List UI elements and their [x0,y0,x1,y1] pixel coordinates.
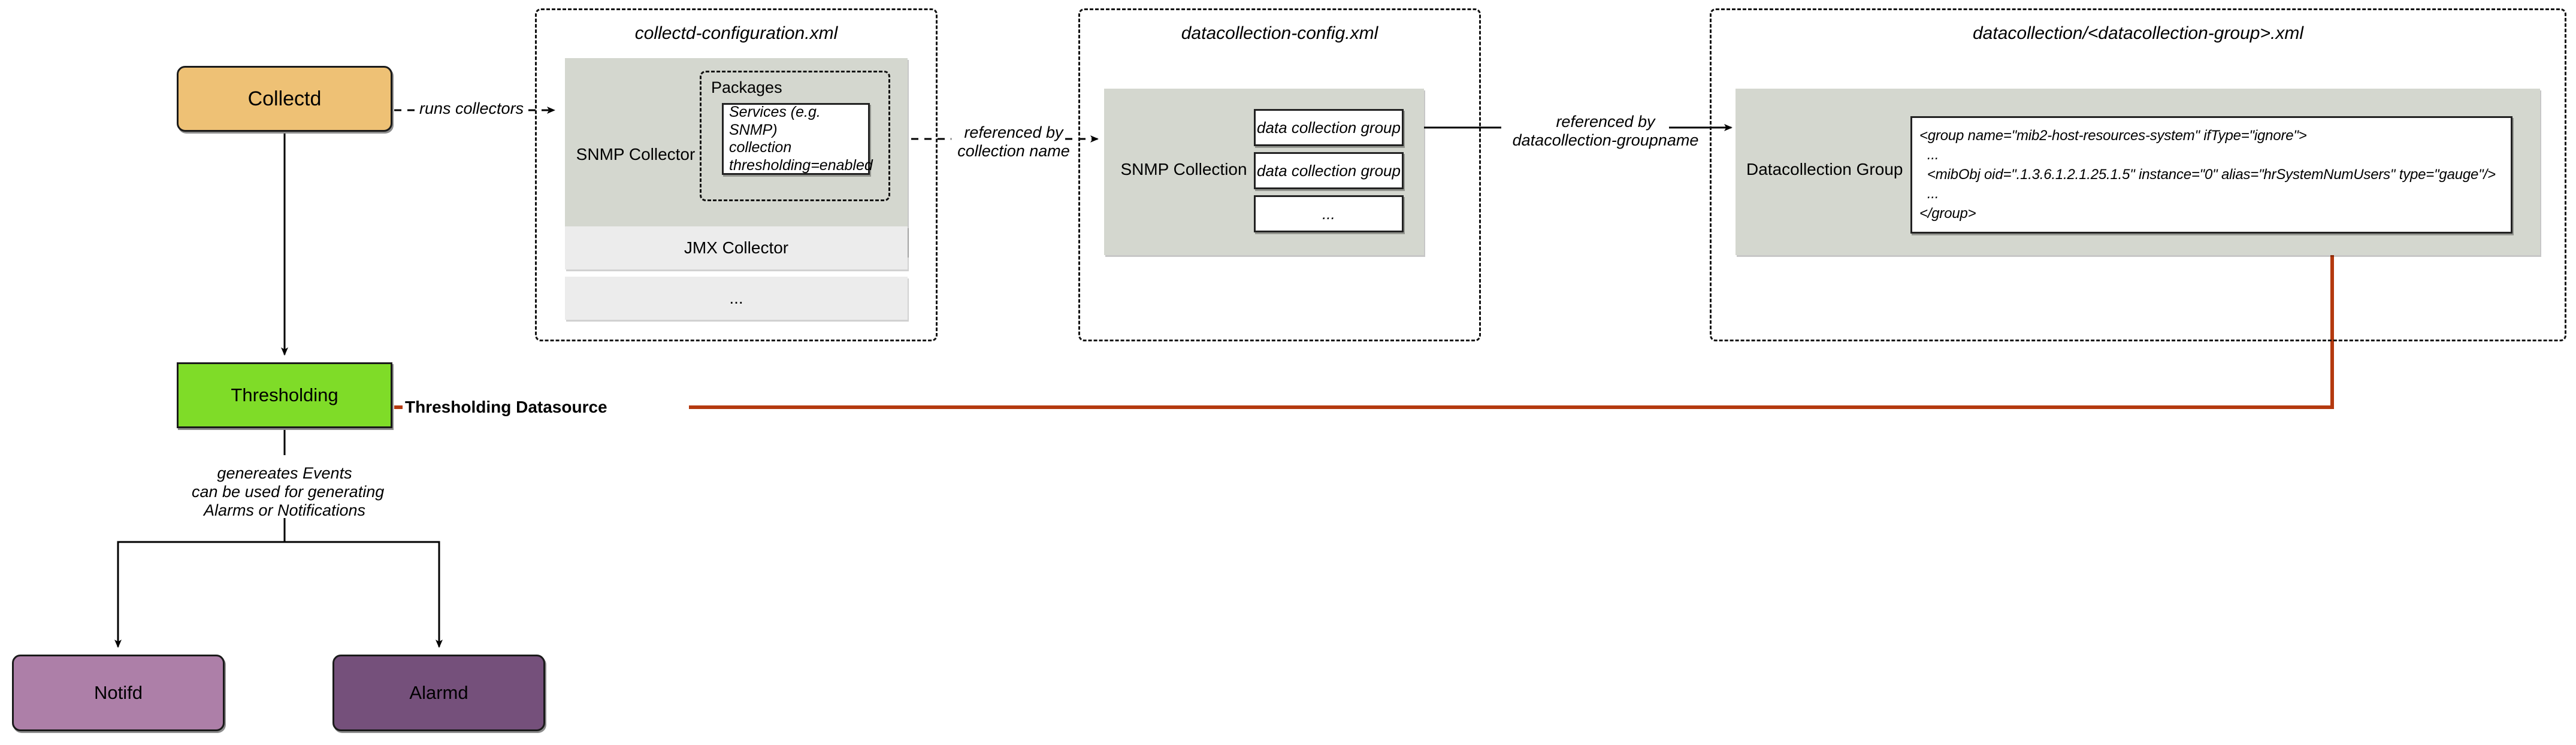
edge-label-line-2: can be used for generating [192,483,385,501]
edge-label-generates-events: genereates Events can be used for genera… [192,464,385,520]
box-data-collection-group-more[interactable]: ... [1254,195,1404,232]
services-line-3: thresholding=enabled [729,156,873,174]
edge-label-runs-collectors: runs collectors [419,99,524,117]
node-alarmd[interactable]: Alarmd [332,655,545,731]
box-services[interactable]: Services (e.g. SNMP) collection threshol… [722,103,873,175]
edge-label-line-1: referenced by [1556,113,1655,131]
box-xml-snippet[interactable]: <group name="mib2-host-resources-system"… [1910,116,2512,234]
edge-label-thresholding-datasource: Thresholding Datasource [405,398,607,416]
services-line-2: collection [729,139,792,156]
panel-label-snmp-collection: SNMP Collection [1120,160,1247,178]
box-data-collection-group-2[interactable]: data collection group [1254,152,1404,189]
group-packages: Packages [700,71,890,201]
edge-label-line-2: collection name [957,142,1070,160]
services-line-1: Services (e.g. SNMP) [729,104,821,138]
box-data-collection-group-1[interactable]: data collection group [1254,109,1404,146]
edge-label-referenced-by-datacollection-groupname: referenced by datacollection-groupname [1507,113,1704,150]
container-collectd-configuration-xml: collectd-configuration.xml [535,8,938,341]
edge-generates-events [114,430,443,648]
node-thresholding[interactable]: Thresholding [177,362,392,428]
container-datacollection-group-xml: datacollection/<datacollection-group>.xm… [1710,8,2566,341]
edge-label-line-2: datacollection-groupname [1512,131,1699,150]
panel-label-datacollection-group: Datacollection Group [1746,160,1903,178]
edge-label-referenced-by-collection-name: referenced by collection name [954,123,1074,160]
edge-label-line-3: Alarms or Notifications [203,501,366,520]
panel-label-snmp-collector: SNMP Collector [576,145,696,163]
node-collectd[interactable]: Collectd [177,66,392,132]
edge-label-line-1: genereates Events [217,464,352,482]
row-jmx-collector[interactable]: JMX Collector [565,226,908,269]
node-notifd[interactable]: Notifd [12,655,225,731]
edge-label-line-1: referenced by [964,123,1063,141]
container-title-datacollection-config-xml: datacollection-config.xml [1181,23,1378,43]
container-title-datacollection-group-xml: datacollection/<datacollection-group>.xm… [1973,23,2303,43]
container-datacollection-config-xml: datacollection-config.xml [1078,8,1481,341]
row-more-collectors[interactable]: ... [565,277,908,320]
services-text: Services (e.g. SNMP) collection threshol… [724,104,878,174]
xml-snippet-text: <group name="mib2-host-resources-system"… [1919,128,2496,222]
group-label-packages: Packages [711,78,782,96]
edge-thresholding-datasource [394,240,2337,409]
container-title-collectd-configuration-xml: collectd-configuration.xml [634,23,838,43]
